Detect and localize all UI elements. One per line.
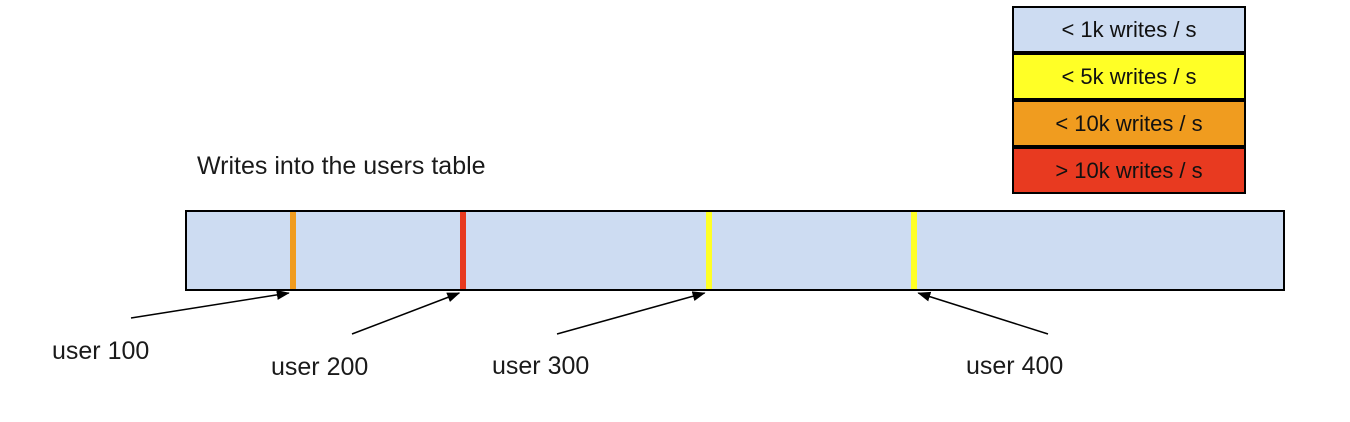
user-label: user 200: [271, 353, 369, 381]
legend-item: < 1k writes / s: [1012, 6, 1246, 53]
write-hotspot-stripe: [460, 212, 467, 289]
legend-item: < 10k writes / s: [1012, 100, 1246, 147]
legend-item-label: < 5k writes / s: [1061, 63, 1197, 89]
diagram-title: Writes into the users table: [197, 152, 486, 180]
legend-item-label: < 10k writes / s: [1055, 110, 1203, 136]
legend-item: < 5k writes / s: [1012, 53, 1246, 100]
users-table-bar: [185, 210, 1285, 291]
user-arrow: [917, 291, 1049, 335]
legend: < 1k writes / s < 5k writes / s < 10k writ…: [1012, 6, 1246, 194]
legend-item: > 10k writes / s: [1012, 147, 1246, 194]
user-label: user 100: [52, 337, 150, 365]
write-hotspot-stripe: [289, 212, 296, 289]
user-label: user 300: [492, 352, 590, 380]
write-hotspot-stripe: [705, 212, 712, 289]
user-arrow: [351, 292, 461, 335]
user-arrow: [556, 291, 706, 335]
legend-item-label: > 10k writes / s: [1055, 157, 1203, 183]
user-label: user 400: [966, 352, 1064, 380]
legend-item-label: < 1k writes / s: [1061, 16, 1197, 42]
user-arrow: [130, 289, 290, 319]
write-hotspot-stripe: [911, 212, 918, 289]
